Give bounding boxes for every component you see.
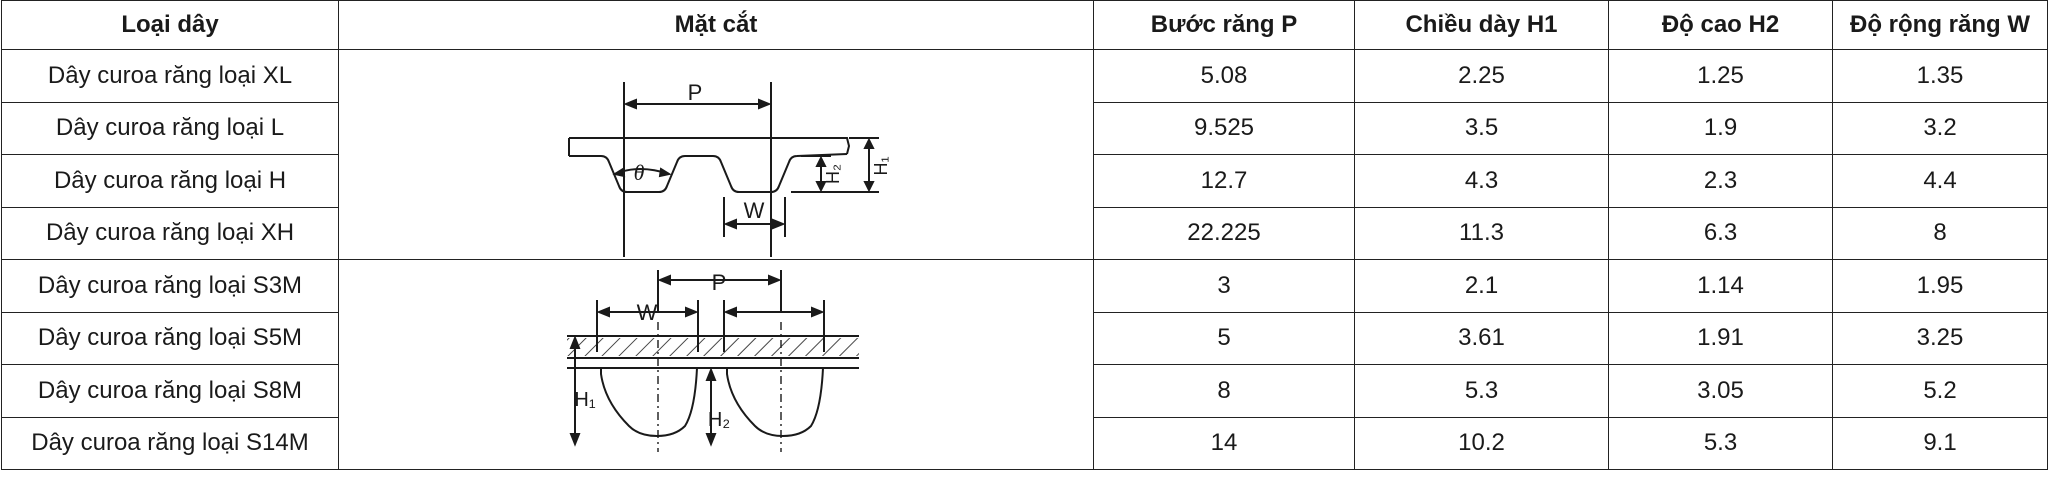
h2-label: H₂ [823, 164, 843, 184]
h2-cell: 1.91 [1608, 311, 1833, 365]
width-cell: 1.35 [1832, 49, 2048, 103]
header-pitch: Bước răng P [1093, 0, 1355, 50]
round-tooth-belt-diagram: P W H₁ H₂ [567, 269, 859, 452]
width-cell: 8 [1832, 206, 2048, 260]
width-cell: 4.4 [1832, 154, 2048, 208]
cross-section-cell: P W H₁ H₂ [338, 259, 1094, 470]
table-row: Dây curoa răng loại XL [1, 49, 2048, 260]
belt-type-cell: Dây curoa răng loại S3M [1, 259, 339, 313]
pitch-cell: 3 [1093, 259, 1355, 313]
header-tooth-width: Độ rộng răng W [1832, 0, 2048, 50]
h1-cell: 3.61 [1354, 311, 1609, 365]
width-cell: 3.2 [1832, 101, 2048, 155]
h1-cell: 3.5 [1354, 101, 1609, 155]
h2-label: H₂ [708, 409, 730, 431]
table-row: Dây curoa răng loại L 9.525 3.5 1.9 3.2 [1, 101, 2048, 155]
h2-cell: 2.3 [1608, 154, 1833, 208]
h1-label: H₁ [574, 389, 595, 411]
belt-type-cell: Dây curoa răng loại XH [1, 206, 339, 260]
h2-cell: 1.9 [1608, 101, 1833, 155]
belt-type-cell: Dây curoa răng loại S5M [1, 311, 339, 365]
h1-label: H₁ [871, 156, 891, 175]
header-height-h2: Độ cao H2 [1608, 0, 1833, 50]
h2-cell: 6.3 [1608, 206, 1833, 260]
width-label: W [637, 300, 658, 325]
belt-type-cell: Dây curoa răng loại H [1, 154, 339, 208]
h2-cell: 3.05 [1608, 364, 1833, 418]
table-row: Dây curoa răng loại S3M [1, 259, 2048, 470]
table-row: Dây curoa răng loại S8M 8 5.3 3.05 5.2 [1, 364, 2048, 418]
h1-cell: 11.3 [1354, 206, 1609, 260]
width-cell: 1.95 [1832, 259, 2048, 313]
h2-cell: 1.25 [1608, 49, 1833, 103]
header-belt-type: Loại dây [1, 0, 339, 50]
h1-cell: 2.1 [1354, 259, 1609, 313]
header-row: Loại dây Mặt cắt Bước răng P Chiều dày H… [1, 0, 2048, 50]
belt-type-cell: Dây curoa răng loại S8M [1, 364, 339, 418]
belt-type-cell: Dây curoa răng loại XL [1, 49, 339, 103]
pitch-cell: 22.225 [1093, 206, 1355, 260]
pitch-cell: 8 [1093, 364, 1355, 418]
width-label: W [744, 198, 765, 223]
belt-type-cell: Dây curoa răng loại S14M [1, 416, 339, 470]
h1-cell: 2.25 [1354, 49, 1609, 103]
width-cell: 9.1 [1832, 416, 2048, 470]
pitch-cell: 14 [1093, 416, 1355, 470]
h2-cell: 5.3 [1608, 416, 1833, 470]
width-cell: 3.25 [1832, 311, 2048, 365]
table-row: Dây curoa răng loại XH 22.225 11.3 6.3 8 [1, 206, 2048, 260]
header-cross-section: Mặt cắt [338, 0, 1094, 50]
table-row: Dây curoa răng loại H 12.7 4.3 2.3 4.4 [1, 154, 2048, 208]
pitch-cell: 5.08 [1093, 49, 1355, 103]
cross-section-cell: P θ W H₂ H₁ [338, 49, 1094, 260]
table-row: Dây curoa răng loại S14M 14 10.2 5.3 9.1 [1, 416, 2048, 470]
table-row: Dây curoa răng loại S5M 5 3.61 1.91 3.25 [1, 311, 2048, 365]
belt-type-cell: Dây curoa răng loại L [1, 101, 339, 155]
pitch-cell: 9.525 [1093, 101, 1355, 155]
header-thickness-h1: Chiều dày H1 [1354, 0, 1609, 50]
pitch-cell: 5 [1093, 311, 1355, 365]
pitch-cell: 12.7 [1093, 154, 1355, 208]
pitch-label: P [712, 270, 727, 295]
trapezoid-tooth-belt-diagram: P θ W H₂ H₁ [568, 80, 891, 257]
h1-cell: 4.3 [1354, 154, 1609, 208]
h1-cell: 5.3 [1354, 364, 1609, 418]
angle-label: θ [634, 160, 645, 185]
pitch-label: P [688, 80, 703, 105]
h1-cell: 10.2 [1354, 416, 1609, 470]
h2-cell: 1.14 [1608, 259, 1833, 313]
width-cell: 5.2 [1832, 364, 2048, 418]
